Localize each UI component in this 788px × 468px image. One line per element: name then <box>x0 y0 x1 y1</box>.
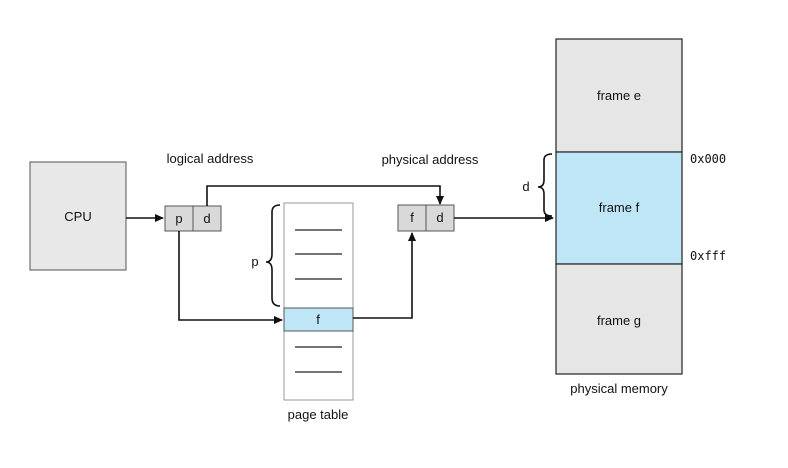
frame-g <box>555 263 683 375</box>
physical-f-label: f <box>410 210 414 225</box>
logical-p-label: p <box>175 211 182 226</box>
address-start: 0x000 <box>690 152 726 166</box>
logical-address-register: p d <box>164 205 222 232</box>
physical-d-cell <box>425 204 455 232</box>
frame-number-wire <box>353 232 416 319</box>
frame-e-label: frame e <box>597 88 641 103</box>
cpu-box: CPU <box>29 161 127 271</box>
page-table: f <box>283 202 354 401</box>
page-table-caption: page table <box>288 407 349 422</box>
page-table-entry-label: f <box>316 312 320 327</box>
page-brace-label: p <box>251 254 258 269</box>
physical-address-title: physical address <box>382 152 479 167</box>
physical-address-register: f d <box>397 204 455 232</box>
frame-f-label: frame f <box>599 200 640 215</box>
address-end: 0xfff <box>690 249 726 263</box>
physical-memory: frame e frame f frame g <box>555 38 683 375</box>
offset-wire <box>206 185 444 206</box>
logical-address-title: logical address <box>167 151 254 166</box>
cpu-label: CPU <box>64 209 91 224</box>
physical-f-cell <box>397 204 427 232</box>
logical-d-label: d <box>203 211 210 226</box>
logical-p-cell <box>164 205 194 232</box>
frame-f <box>555 151 683 265</box>
frame-e <box>555 38 683 153</box>
physical-d-label: d <box>436 210 443 225</box>
offset-brace-label: d <box>522 179 529 194</box>
page-brace <box>265 204 281 307</box>
frame-g-label: frame g <box>597 313 641 328</box>
page-number-wire <box>178 231 283 324</box>
physical-memory-caption: physical memory <box>570 381 668 396</box>
offset-brace <box>537 153 553 217</box>
page-table-entry-f <box>283 307 354 332</box>
